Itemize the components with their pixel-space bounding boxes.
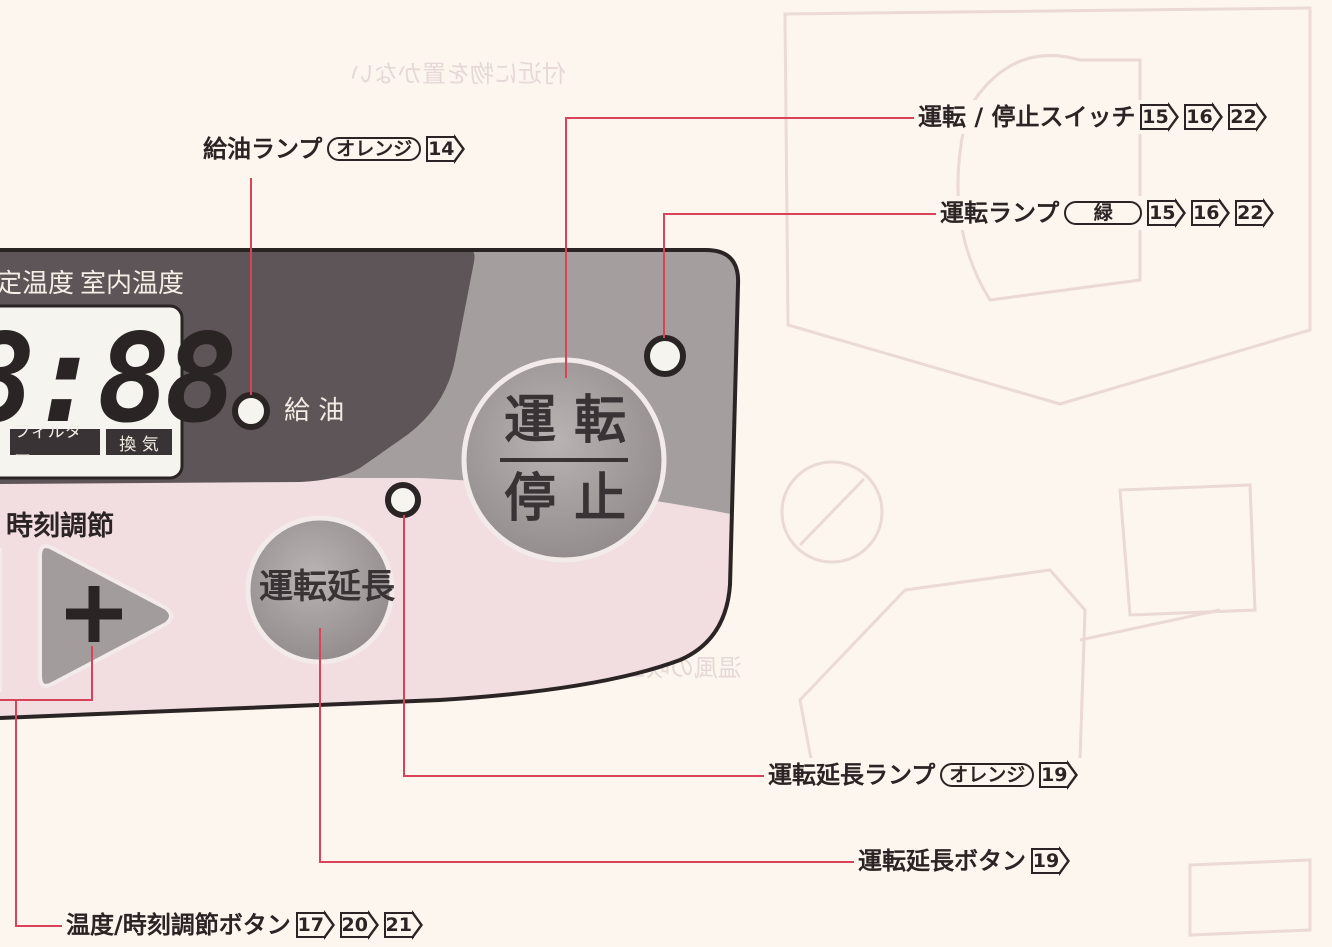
callout-run-stop-switch: 運転 / 停止スイッチ 15 16 22 xyxy=(914,100,1272,134)
callout-temp-time-button: 温度/時刻調節ボタン 17 20 21 xyxy=(62,908,427,942)
run-stop-top-label: 運 転 xyxy=(504,391,627,451)
color-tag-orange: オレンジ xyxy=(940,763,1035,787)
page-ref: 15 xyxy=(1140,102,1180,132)
callout-extend-lamp: 運転延長ランプ オレンジ 19 xyxy=(764,758,1083,792)
page-ref: 22 xyxy=(1228,102,1268,132)
callout-extend-lamp-label: 運転延長ランプ xyxy=(768,761,936,789)
page-ref: 20 xyxy=(339,910,379,940)
lcd-label-set-temp: 定温度 xyxy=(0,269,75,299)
time-adjust-label: 時刻調節 xyxy=(6,511,114,542)
color-tag-green: 緑 xyxy=(1064,201,1143,225)
page-ref: 19 xyxy=(1031,846,1070,876)
callout-run-stop-switch-label: 運転 / 停止スイッチ xyxy=(918,103,1136,131)
page-ref: 21 xyxy=(383,910,423,940)
lcd-label-room-temp: 室内温度 xyxy=(80,269,185,299)
leader-run-stop-switch xyxy=(565,117,918,378)
callout-temp-time-button-label: 温度/時刻調節ボタン xyxy=(66,911,291,939)
callout-extend-button: 運転延長ボタン 19 xyxy=(854,844,1074,878)
leader-extend-lamp xyxy=(403,515,768,777)
leader-extend-button xyxy=(319,628,858,863)
page-ref: 15 xyxy=(1147,198,1187,228)
refuel-label: 給 油 xyxy=(284,396,345,426)
callout-run-lamp-label: 運転ランプ xyxy=(940,199,1060,227)
page-ref: 17 xyxy=(295,910,335,940)
page-ref: 16 xyxy=(1184,102,1224,132)
lcd-digits: 8:88 xyxy=(0,308,238,450)
run-stop-bottom-label: 停 止 xyxy=(504,469,627,529)
lcd-chip-ventilation: 換 気 xyxy=(106,429,172,455)
extend-button-label: 運転延長 xyxy=(259,567,395,607)
callout-run-lamp: 運転ランプ 緑 15 16 22 xyxy=(936,196,1279,230)
callout-extend-button-label: 運転延長ボタン xyxy=(858,847,1026,875)
page-ref: 22 xyxy=(1235,198,1275,228)
callout-refuel-lamp: 給油ランプ オレンジ 14 xyxy=(203,134,466,164)
leader-run-lamp xyxy=(663,213,940,338)
color-tag-orange: オレンジ xyxy=(327,137,422,161)
callout-refuel-lamp-label: 給油ランプ xyxy=(203,135,323,163)
leader-plus-button xyxy=(15,646,93,927)
page-ref: 19 xyxy=(1039,760,1079,790)
page-ref: 16 xyxy=(1191,198,1231,228)
page-ref: 14 xyxy=(426,134,466,164)
